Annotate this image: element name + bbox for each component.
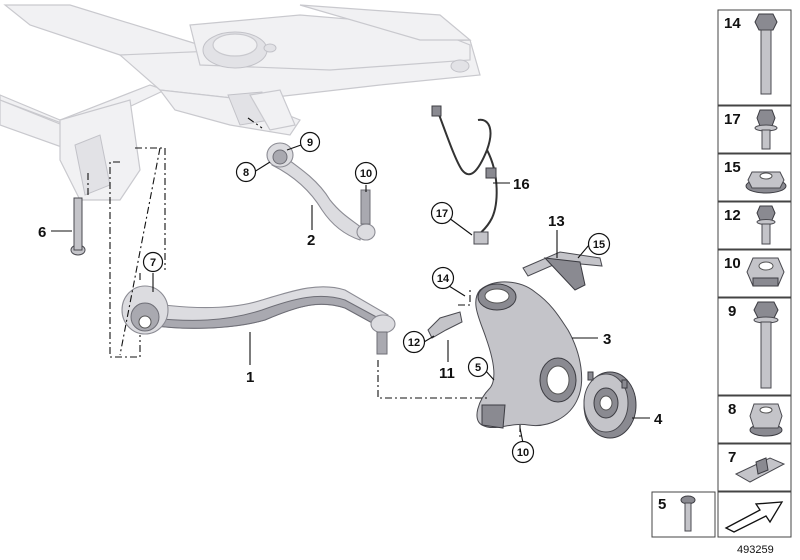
leader-lines [51, 144, 650, 444]
callout-10-upper: 10 [360, 168, 372, 180]
callout-14: 14 [437, 273, 450, 285]
assembly-lines [87, 117, 521, 440]
callout-2: 2 [307, 232, 315, 249]
nut-8-icon [749, 403, 783, 437]
bottom-parts: 5 [651, 491, 792, 538]
diagram-number: 493259 [737, 544, 774, 556]
callouts: 1 2 3 4 6 11 13 16 [38, 176, 663, 428]
side-label-12: 12 [724, 207, 741, 224]
callout-16: 16 [513, 176, 530, 193]
callout-11: 11 [439, 365, 455, 382]
line-bracket [427, 311, 463, 339]
flange-nut-15-icon [745, 171, 787, 194]
callout-15: 15 [593, 239, 605, 251]
lower-control-arm [121, 285, 396, 355]
side-label-14: 14 [724, 15, 741, 32]
callout-8: 8 [243, 167, 249, 179]
bolt-14-icon [754, 13, 778, 95]
callout-4: 4 [654, 411, 663, 428]
callout-1: 1 [246, 369, 254, 386]
side-label-8: 8 [728, 401, 736, 418]
callout-12: 12 [408, 337, 420, 349]
bottom-label-5: 5 [658, 496, 666, 513]
bolt-5-icon [680, 495, 696, 532]
bolt-17-icon [754, 109, 778, 150]
callout-10-lower: 10 [517, 447, 529, 459]
callout-7: 7 [150, 257, 156, 269]
subframe [0, 4, 481, 201]
wheel-carrier [475, 281, 583, 429]
side-label-10: 10 [724, 255, 741, 272]
callout-6: 6 [38, 224, 46, 241]
bolt-12-icon [756, 205, 776, 245]
clip-7-icon [734, 457, 786, 483]
upper-control-arm [266, 142, 376, 241]
arrow-icon [724, 501, 784, 533]
side-label-15: 15 [724, 159, 741, 176]
side-label-7: 7 [728, 449, 736, 466]
side-label-9: 9 [728, 303, 736, 320]
callout-3: 3 [603, 331, 611, 348]
callout-9: 9 [307, 137, 313, 149]
cable-bracket [522, 251, 603, 291]
callout-17: 17 [436, 208, 448, 220]
side-parts-panel: 14 17 15 12 10 [717, 9, 792, 492]
callout-5: 5 [475, 362, 481, 374]
speed-sensor-cable [431, 105, 498, 245]
side-label-17: 17 [724, 111, 741, 128]
bolt-9-icon [753, 301, 779, 389]
circled-callouts: 8 9 10 7 17 14 15 12 5 10 [142, 131, 611, 464]
wheel-hub [583, 371, 637, 439]
bolt-6 [70, 197, 86, 256]
nut-10-icon [746, 257, 785, 287]
callout-13: 13 [548, 213, 565, 230]
